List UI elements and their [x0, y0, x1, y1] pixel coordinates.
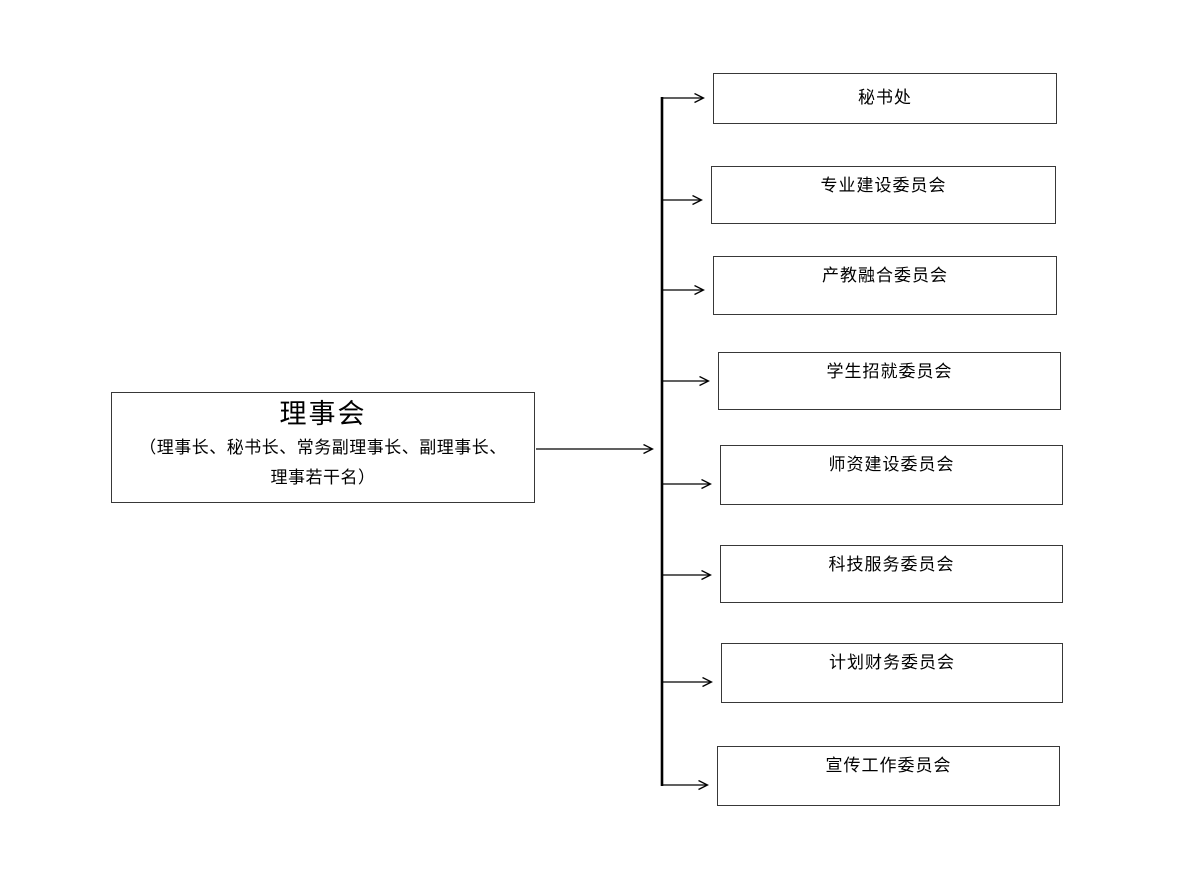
node-planning-finance-committee: 计划财务委员会: [721, 643, 1063, 703]
node-publicity-committee: 宣传工作委员会: [717, 746, 1060, 806]
node-industry-education-committee: 产教融合委员会: [713, 256, 1057, 315]
node-board-subtitle-line2: 理事若干名）: [270, 468, 376, 487]
node-board-subtitle-line1: （理事长、秘书长、常务副理事长、副理事长、: [139, 438, 507, 457]
node-student-recruitment-committee: 学生招就委员会: [718, 352, 1061, 410]
node-major-construction-committee: 专业建设委员会: [711, 166, 1056, 224]
node-faculty-construction-committee: 师资建设委员会: [720, 445, 1063, 505]
node-label: 秘书处: [858, 88, 912, 108]
node-label: 科技服务委员会: [828, 555, 955, 574]
node-label: 学生招就委员会: [826, 362, 953, 381]
node-label: 计划财务委员会: [829, 653, 955, 672]
node-label: 宣传工作委员会: [825, 756, 952, 775]
node-label: 产教融合委员会: [822, 266, 948, 285]
node-tech-service-committee: 科技服务委员会: [720, 545, 1063, 603]
node-secretariat: 秘书处: [713, 73, 1057, 124]
node-board: 理事会 （理事长、秘书长、常务副理事长、副理事长、 理事若干名）: [111, 392, 535, 503]
node-board-title: 理事会: [279, 399, 367, 429]
node-board-subtitle: （理事长、秘书长、常务副理事长、副理事长、 理事若干名）: [112, 433, 534, 493]
node-label: 专业建设委员会: [820, 176, 947, 195]
node-label: 师资建设委员会: [828, 455, 955, 474]
